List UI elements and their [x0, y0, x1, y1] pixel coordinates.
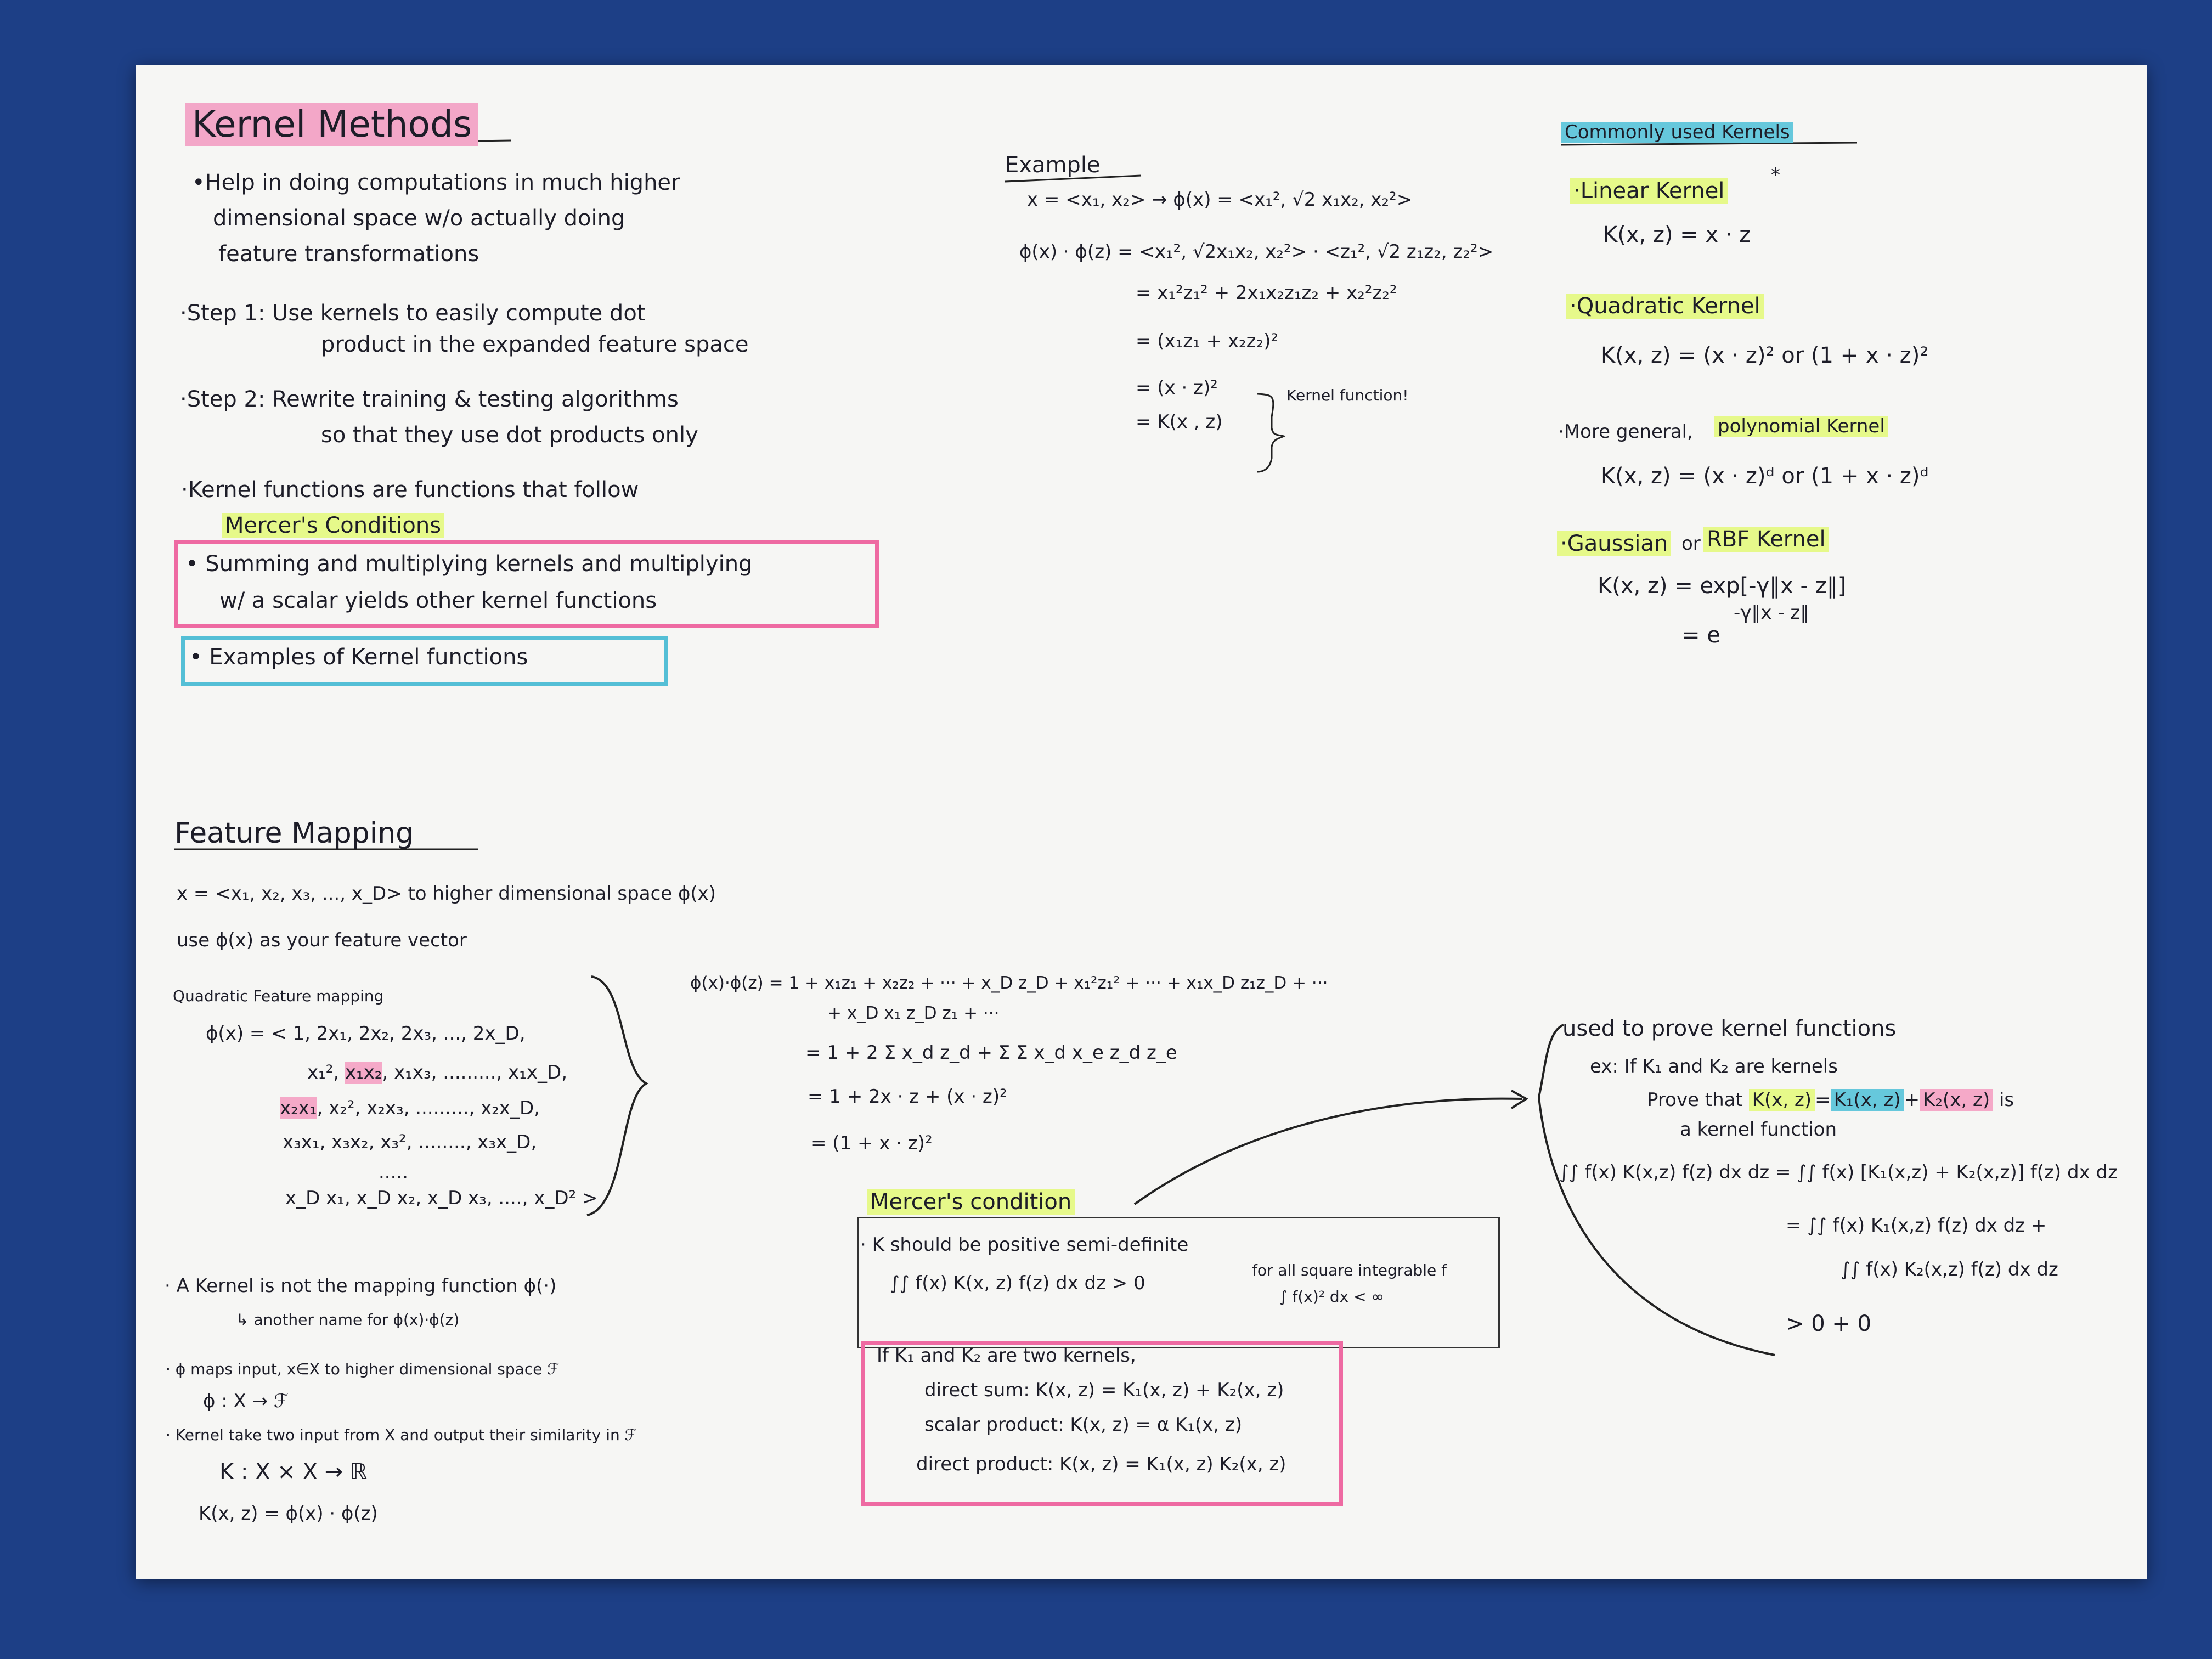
example-line: = x₁²z₁² + 2x₁x₂z₁z₂ + x₂²z₂² [1136, 282, 1397, 304]
dot-product-line: = 1 + 2x · z + (x · z)² [808, 1086, 1007, 1108]
gaussian-label: ·Gaussian [1557, 531, 1672, 556]
linear-kernel-label: ·Linear Kernel [1570, 178, 1728, 204]
dot-product-line: = (1 + x · z)² [811, 1132, 933, 1154]
plus-sign: + [1904, 1089, 1920, 1111]
example-line: = (x₁z₁ + x₂z₂)² [1136, 330, 1279, 352]
quadratic-mapping-title: Quadratic Feature mapping [173, 987, 384, 1005]
example-underline [1005, 174, 1142, 183]
kernel-note: ϕ : X → ℱ [203, 1390, 289, 1412]
polynomial-kernel-eq: K(x, z) = (x · z)ᵈ or (1 + x · z)ᵈ [1601, 464, 1929, 489]
common-underline [1561, 142, 1858, 146]
kernel-functions-line: ·Kernel functions are functions that fol… [181, 477, 639, 503]
gaussian-exponent: -γ‖x - z‖ [1734, 602, 1810, 624]
gaussian-eq-e: = e [1681, 623, 1720, 648]
example-line: ϕ(x) · ϕ(z) = <x₁², √2x₁x₂, x₂²> · <z₁²,… [1019, 241, 1494, 263]
quadratic-row: ϕ(x) = < 1, 2x₁, 2x₂, 2x₃, ..., 2x_D, [206, 1023, 526, 1045]
gaussian-eq: K(x, z) = exp[-γ‖x - z‖] [1598, 573, 1847, 599]
or-text: or [1681, 533, 1701, 555]
intro-bullet-line: feature transformations [218, 241, 479, 267]
proof-integral: ∫∫ f(x) K(x,z) f(z) dx dz = ∫∫ f(x) [K₁(… [1559, 1161, 2118, 1183]
property-line: direct sum: K(x, z) = K₁(x, z) + K₂(x, z… [924, 1379, 1284, 1401]
examples-box [181, 636, 668, 686]
k-term: K(x, z) [1748, 1089, 1815, 1111]
mercer-arrow [1133, 1097, 1523, 1205]
linear-kernel-eq: K(x, z) = x · z [1603, 222, 1751, 247]
proof-line: ex: If K₁ and K₂ are kernels [1590, 1056, 1838, 1077]
general-prefix: ·More general, [1558, 421, 1693, 443]
quadratic-term: , x₂², x₂x₃, ........., x₂x_D, [317, 1097, 540, 1119]
example-line: = (x · z)² [1136, 377, 1218, 399]
dot-product-line: + x_D x₁ z_D z₁ + ··· [827, 1003, 1000, 1023]
arrowhead [1510, 1090, 1528, 1109]
mercer-box [857, 1217, 1500, 1348]
proof-line: used to prove kernel functions [1562, 1016, 1897, 1041]
property-line: direct product: K(x, z) = K₁(x, z) K₂(x,… [916, 1453, 1286, 1475]
summing-line: w/ a scalar yields other kernel function… [219, 588, 657, 613]
mercers-conditions-label: Mercer's Conditions [222, 513, 445, 538]
step2-line: so that they use dot products only [321, 422, 698, 448]
mercer-side-note: ∫ f(x)² dx < ∞ [1279, 1288, 1384, 1306]
feature-mapping-heading: Feature Mapping [174, 817, 414, 850]
dot-product-line: = 1 + 2 Σ x_d z_d + Σ Σ x_d x_e z_d z_e [805, 1042, 1177, 1064]
example-line: x = <x₁, x₂> → ϕ(x) = <x₁², √2 x₁x₂, x₂²… [1027, 189, 1413, 211]
quadratic-row: x₃x₁, x₃x₂, x₃², ........, x₃x_D, [283, 1131, 537, 1153]
kernel-note: ↳ another name for ϕ(x)·ϕ(z) [236, 1311, 460, 1329]
properties-box [861, 1341, 1343, 1506]
summing-box [174, 540, 879, 628]
equals-sign: = [1815, 1089, 1831, 1111]
quadratic-term: , x₁x₃, ........., x₁x_D, [382, 1062, 568, 1084]
mercer-line: · K should be positive semi-definite [860, 1234, 1189, 1256]
proof-word: is [1999, 1089, 2015, 1111]
polynomial-kernel-label: polynomial Kernel [1714, 415, 1888, 438]
highlighted-term: x₂x₁ [280, 1097, 317, 1119]
feature-line: use ϕ(x) as your feature vector [177, 929, 467, 951]
step1-line: ·Step 1: Use kernels to easily compute d… [180, 301, 646, 326]
proof-bracket [1537, 1024, 1775, 1356]
page-title: Kernel Methods [185, 103, 479, 146]
example-line: = K(x , z) [1136, 411, 1223, 433]
quadratic-row: x₂x₁, x₂², x₂x₃, ........., x₂x_D, [280, 1097, 540, 1119]
property-line: If K₁ and K₂ are two kernels, [877, 1345, 1136, 1367]
kernel-note: · Kernel take two input from X and outpu… [166, 1426, 637, 1444]
quadratic-kernel-label: ·Quadratic Kernel [1566, 294, 1764, 319]
mercer-condition-heading: Mercer's condition [867, 1189, 1075, 1215]
kernel-note: · A Kernel is not the mapping function ϕ… [165, 1275, 557, 1297]
quadratic-row: ..... [379, 1161, 409, 1183]
quadratic-brace [586, 975, 649, 1216]
proof-integral: = ∫∫ f(x) K₁(x,z) f(z) dx dz + [1786, 1215, 2047, 1237]
proof-integral: ∫∫ f(x) K₂(x,z) f(z) dx dz [1841, 1259, 2058, 1280]
step2-line: ·Step 2: Rewrite training & testing algo… [180, 387, 679, 412]
mercer-line: ∫∫ f(x) K(x, z) f(z) dx dz > 0 [890, 1272, 1146, 1294]
intro-bullet-line: dimensional space w/o actually doing [213, 206, 625, 231]
kernel-note: K : X × X → ℝ [219, 1459, 368, 1485]
property-line: scalar product: K(x, z) = α K₁(x, z) [924, 1414, 1243, 1436]
proof-result: > 0 + 0 [1786, 1311, 1872, 1336]
kernel-note: · ϕ maps input, x∈X to higher dimensiona… [166, 1360, 560, 1378]
intro-bullet-line: •Help in doing computations in much high… [192, 170, 680, 195]
rbf-kernel-label: RBF Kernel [1703, 527, 1829, 552]
mercer-side-note: for all square integrable f [1252, 1261, 1447, 1279]
proof-statement: Prove that K(x, z)=K₁(x, z)+K₂(x, z) is [1647, 1089, 2014, 1111]
proof-line: a kernel function [1680, 1119, 1837, 1141]
highlighted-term: x₁x₂ [345, 1062, 382, 1084]
proof-word: Prove that [1647, 1089, 1743, 1111]
feature-line: x = <x₁, x₂, x₃, ..., x_D> to higher dim… [177, 883, 716, 905]
paper-sheet [136, 65, 2147, 1579]
summing-line: • Summing and multiplying kernels and mu… [185, 551, 753, 577]
star-mark: * [1771, 164, 1780, 186]
examples-label: • Examples of Kernel functions [189, 645, 528, 670]
kernel-brace [1257, 393, 1286, 473]
quadratic-row: x_D x₁, x_D x₂, x_D x₃, ...., x_D² > [285, 1187, 598, 1209]
k1-term: K₁(x, z) [1830, 1089, 1904, 1111]
kernel-note: K(x, z) = ϕ(x) · ϕ(z) [199, 1503, 378, 1525]
step1-line: product in the expanded feature space [321, 332, 749, 357]
quadratic-term: x₁², [307, 1062, 340, 1084]
example-heading: Example [1005, 153, 1101, 178]
quadratic-row: x₁², x₁x₂, x₁x₃, ........., x₁x_D, [307, 1062, 567, 1084]
quadratic-kernel-eq: K(x, z) = (x · z)² or (1 + x · z)² [1601, 343, 1929, 368]
kernel-function-note: Kernel function! [1286, 386, 1409, 404]
common-heading: Commonly used Kernels [1561, 121, 1793, 144]
k2-term: K₂(x, z) [1920, 1089, 1994, 1111]
dot-product-line: ϕ(x)·ϕ(z) = 1 + x₁z₁ + x₂z₂ + ··· + x_D … [690, 973, 1328, 993]
